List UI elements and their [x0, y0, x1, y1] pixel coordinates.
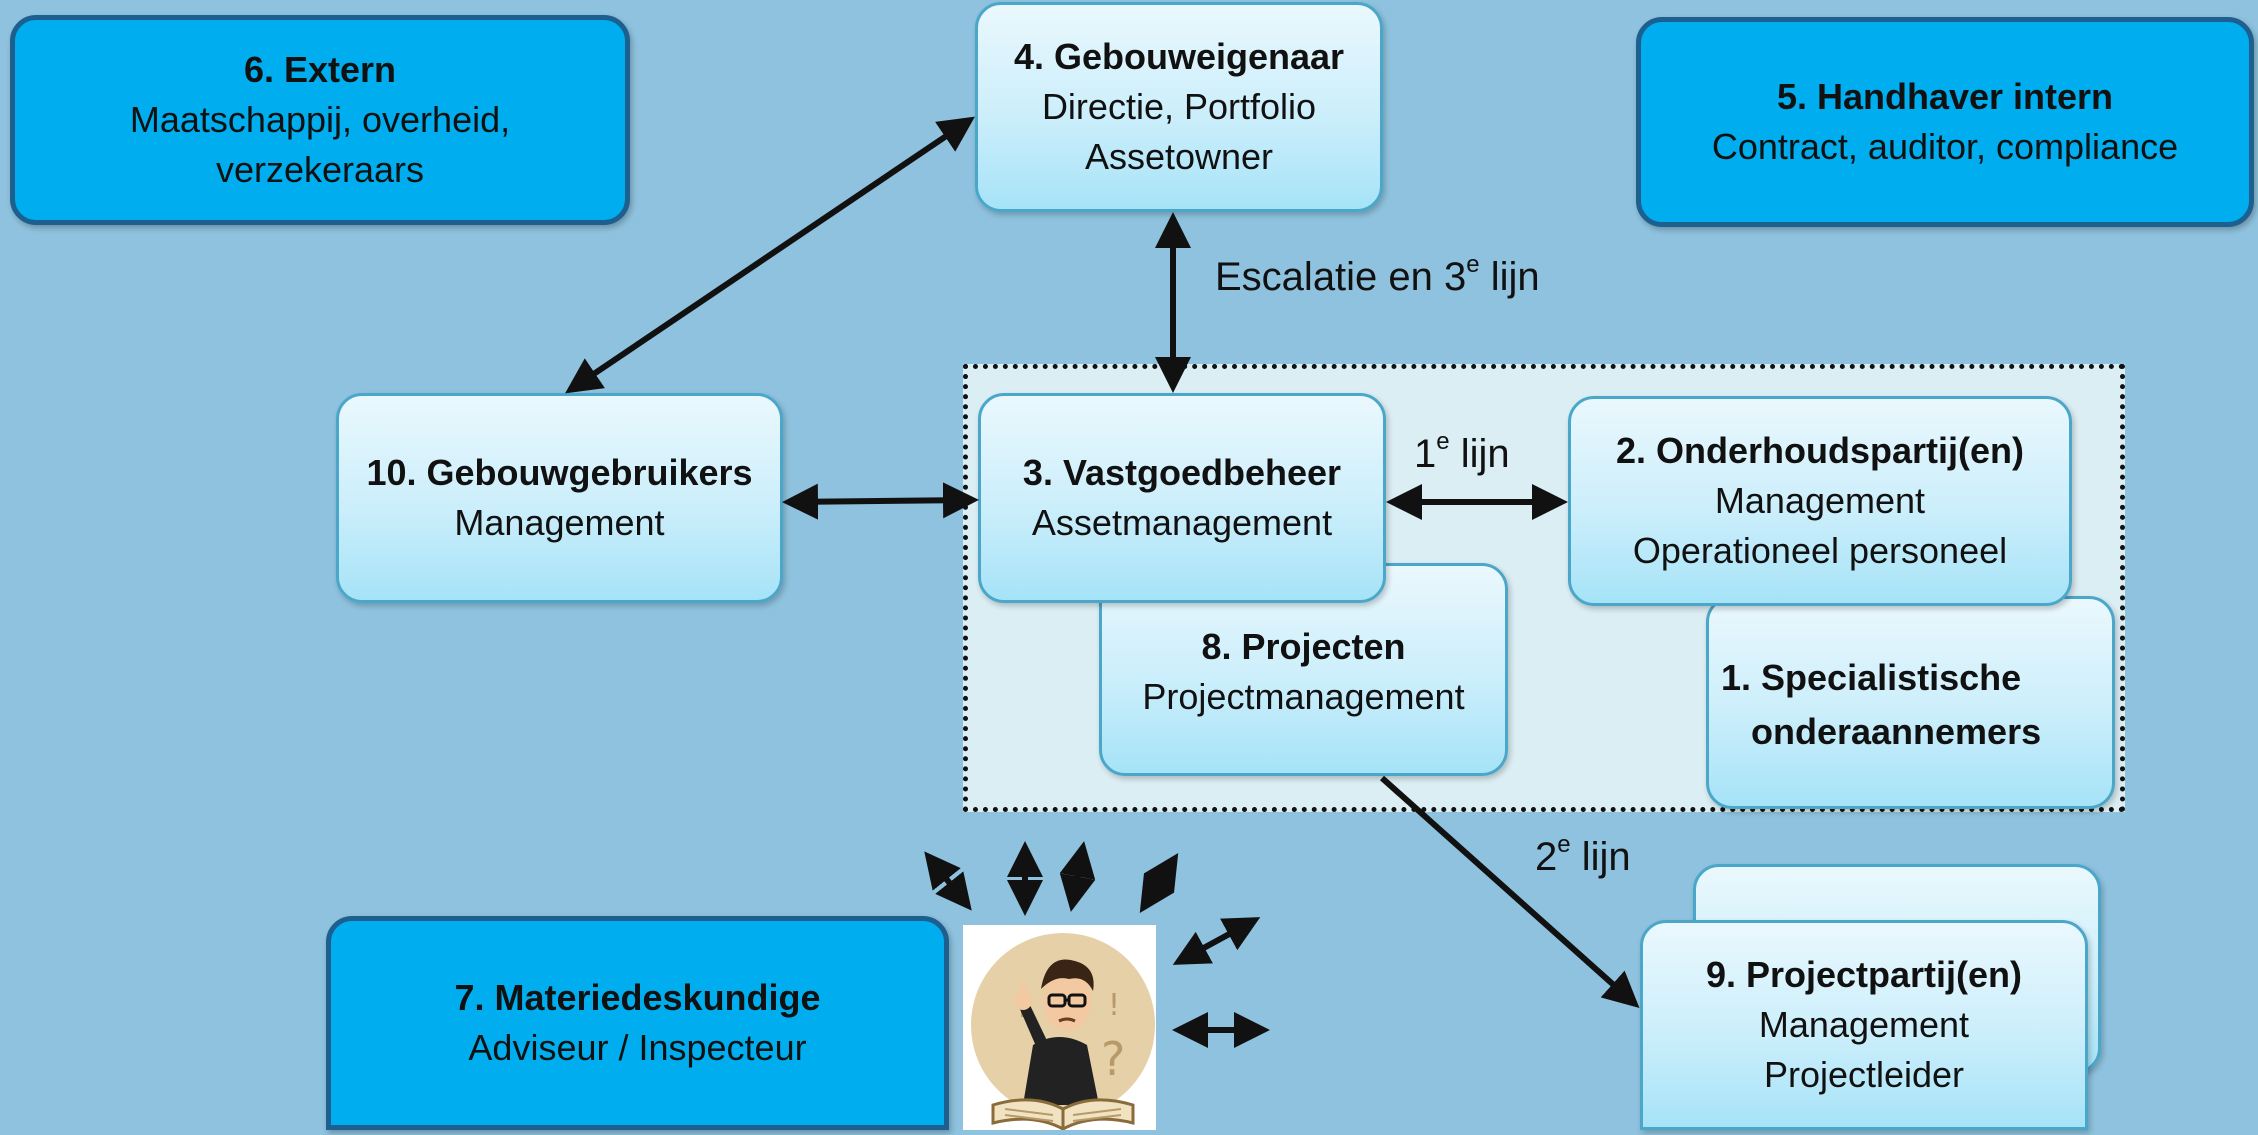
- svg-text:!: !: [1108, 988, 1120, 1023]
- arrow-expert-3: [1059, 841, 1096, 912]
- box-specialistische-onderaannemers: 1. Specialistische onderaannemers: [1706, 596, 2115, 809]
- box-materiedeskundige-title: 7. Materiedeskundige: [454, 977, 821, 1018]
- box-specialistische-title2: onderaannemers: [1751, 711, 2042, 752]
- box-handhaver-line1: Contract, auditor, compliance: [1711, 126, 2179, 167]
- box-gebouwgebruikers-line1: Management: [454, 502, 665, 543]
- box-projectpartij-line2: Projectleider: [1763, 1054, 1965, 1095]
- box-projectpartij-line1: Management: [1758, 1004, 1970, 1045]
- box-onderhoudspartij-title: 2. Onderhoudspartij(en): [1615, 430, 2025, 471]
- box-vastgoedbeheer-title: 3. Vastgoedbeheer: [1022, 452, 1342, 493]
- label-escalatie-3e-lijn: Escalatie en 3e lijn: [1215, 253, 1540, 300]
- label-tweede-post: lijn: [1570, 835, 1631, 879]
- label-escalatie-post: lijn: [1479, 255, 1540, 299]
- label-1e-lijn: 1e lijn: [1414, 430, 1510, 477]
- box-materiedeskundige: 7. Materiedeskundige Adviseur / Inspecte…: [326, 916, 949, 1130]
- box-gebouweigenaar: 4. Gebouweigenaar Directie, Portfolio As…: [975, 2, 1383, 212]
- label-tweede-pre: 2: [1535, 835, 1558, 879]
- box-vastgoedbeheer-line1: Assetmanagement: [1031, 502, 1333, 543]
- box-onderhoudspartij-line2: Operationeel personeel: [1632, 530, 2008, 571]
- arrow-expert-5: [1172, 917, 1261, 965]
- box-projectpartij: 9. Projectpartij(en) Management Projectl…: [1640, 920, 2088, 1130]
- label-escalatie-sup: e: [1466, 251, 1480, 278]
- box-materiedeskundige-line1: Adviseur / Inspecteur: [468, 1027, 807, 1068]
- box-handhaver-intern: 5. Handhaver intern Contract, auditor, c…: [1636, 17, 2254, 227]
- expert-illustration: ! ? !: [963, 925, 1156, 1131]
- label-eerste-post: lijn: [1449, 432, 1510, 476]
- arrow-gebouwgebruikers-vastgoedbeheer: [782, 482, 979, 520]
- arrow-extern-to-gebouwgebruikers: [565, 116, 975, 394]
- box-specialistische-title1: 1. Specialistische: [1721, 657, 2022, 698]
- box-vastgoedbeheer: 3. Vastgoedbeheer Assetmanagement: [978, 393, 1386, 603]
- box-extern: 6. Extern Maatschappij, overheid, verzek…: [10, 15, 630, 225]
- label-tweede-sup: e: [1557, 831, 1571, 858]
- box-gebouwgebruikers: 10. Gebouwgebruikers Management: [336, 393, 783, 603]
- box-extern-line2: verzekeraars: [215, 149, 425, 190]
- label-eerste-pre: 1: [1414, 432, 1437, 476]
- box-extern-title: 6. Extern: [243, 49, 397, 90]
- box-gebouweigenaar-title: 4. Gebouweigenaar: [1013, 36, 1345, 77]
- label-eerste-sup: e: [1436, 428, 1450, 455]
- box-projecten-line1: Projectmanagement: [1142, 676, 1465, 717]
- arrow-expert-1: [924, 851, 972, 911]
- box-projectpartij-title: 9. Projectpartij(en): [1705, 954, 2023, 995]
- box-extern-line1: Maatschappij, overheid,: [129, 99, 511, 140]
- label-2e-lijn: 2e lijn: [1535, 833, 1631, 880]
- box-onderhoudspartij: 2. Onderhoudspartij(en) Management Opera…: [1568, 396, 2072, 606]
- box-gebouwgebruikers-title: 10. Gebouwgebruikers: [366, 452, 753, 493]
- box-gebouweigenaar-line2: Assetowner: [1084, 136, 1274, 177]
- box-gebouweigenaar-line1: Directie, Portfolio: [1041, 86, 1317, 127]
- label-escalatie-pre: Escalatie en 3: [1215, 255, 1467, 299]
- box-handhaver-title: 5. Handhaver intern: [1776, 76, 2114, 117]
- box-projecten-title: 8. Projecten: [1201, 626, 1406, 667]
- svg-text:?: ?: [1101, 1032, 1125, 1086]
- box-onderhoudspartij-line1: Management: [1714, 480, 1926, 521]
- arrow-expert-4: [1139, 852, 1179, 914]
